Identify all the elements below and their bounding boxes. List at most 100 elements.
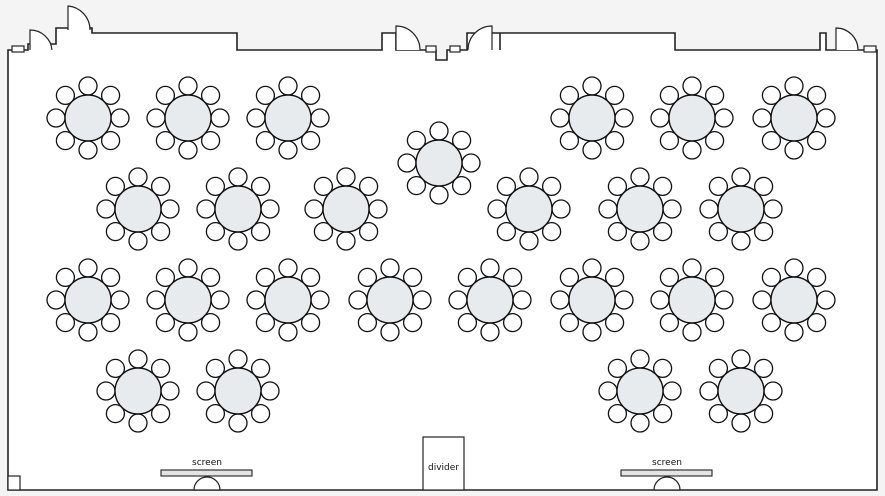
chair <box>604 267 625 288</box>
chair <box>630 349 650 369</box>
table-top <box>264 94 312 142</box>
chair <box>128 349 148 369</box>
table-top <box>64 94 112 142</box>
round-table <box>96 167 180 251</box>
chair <box>200 85 221 106</box>
round-table <box>397 121 481 205</box>
chair <box>160 381 180 401</box>
chair <box>150 221 171 242</box>
chair <box>451 175 472 196</box>
chair <box>816 290 836 310</box>
table-top <box>214 185 262 233</box>
chair <box>457 312 478 333</box>
chair <box>46 290 66 310</box>
table-top <box>164 94 212 142</box>
chair <box>652 403 673 424</box>
chair <box>178 140 198 160</box>
chair <box>196 381 216 401</box>
table-top <box>466 276 514 324</box>
chair <box>731 349 751 369</box>
chair <box>607 221 628 242</box>
chair <box>200 130 221 151</box>
table-top <box>770 94 818 142</box>
round-table <box>448 258 532 342</box>
table-top <box>717 367 765 415</box>
chair <box>78 322 98 342</box>
wall-notch-center-2 <box>449 45 461 53</box>
chair <box>105 176 126 197</box>
chair <box>210 108 230 128</box>
chair <box>487 199 507 219</box>
chair <box>78 76 98 96</box>
table-top <box>64 276 112 324</box>
chair <box>358 221 379 242</box>
table-top <box>114 185 162 233</box>
chair <box>752 290 772 310</box>
round-table <box>699 167 783 251</box>
chair <box>310 290 330 310</box>
chair <box>551 199 571 219</box>
chair <box>397 153 417 173</box>
chair <box>708 176 729 197</box>
chair <box>699 199 719 219</box>
chair <box>155 312 176 333</box>
chair <box>250 403 271 424</box>
chair <box>146 108 166 128</box>
chair <box>402 312 423 333</box>
chair <box>659 85 680 106</box>
chair <box>128 167 148 187</box>
chair <box>682 322 702 342</box>
chair <box>128 413 148 433</box>
chair <box>731 413 751 433</box>
chair <box>278 76 298 96</box>
chair <box>406 175 427 196</box>
chair <box>662 381 682 401</box>
table-top <box>668 94 716 142</box>
chair <box>806 85 827 106</box>
chair <box>784 322 804 342</box>
chair <box>682 258 702 278</box>
chair <box>559 267 580 288</box>
table-top <box>770 276 818 324</box>
chair <box>699 381 719 401</box>
chair <box>55 130 76 151</box>
chair <box>380 258 400 278</box>
chair <box>806 130 827 151</box>
round-table <box>96 349 180 433</box>
chair <box>650 108 670 128</box>
chair <box>55 85 76 106</box>
round-table <box>650 76 734 160</box>
chair <box>448 290 468 310</box>
chair <box>357 312 378 333</box>
chair <box>310 108 330 128</box>
table-top <box>164 276 212 324</box>
chair <box>260 381 280 401</box>
chair <box>205 403 226 424</box>
chair <box>662 199 682 219</box>
chair <box>357 267 378 288</box>
doors <box>7 5 877 491</box>
chair <box>380 322 400 342</box>
table-top <box>505 185 553 233</box>
chair <box>336 167 356 187</box>
chair <box>630 231 650 251</box>
tables-layer <box>46 76 836 433</box>
chair <box>682 76 702 96</box>
chair <box>228 167 248 187</box>
chair <box>402 267 423 288</box>
chair <box>250 358 271 379</box>
table-top <box>668 276 716 324</box>
chair <box>110 108 130 128</box>
chair <box>46 108 66 128</box>
chair <box>614 290 634 310</box>
chair <box>96 381 116 401</box>
chair <box>300 85 321 106</box>
chair <box>652 358 673 379</box>
chair <box>753 221 774 242</box>
chair <box>704 85 725 106</box>
table-top <box>322 185 370 233</box>
chair <box>105 221 126 242</box>
chair <box>753 358 774 379</box>
table-top <box>717 185 765 233</box>
